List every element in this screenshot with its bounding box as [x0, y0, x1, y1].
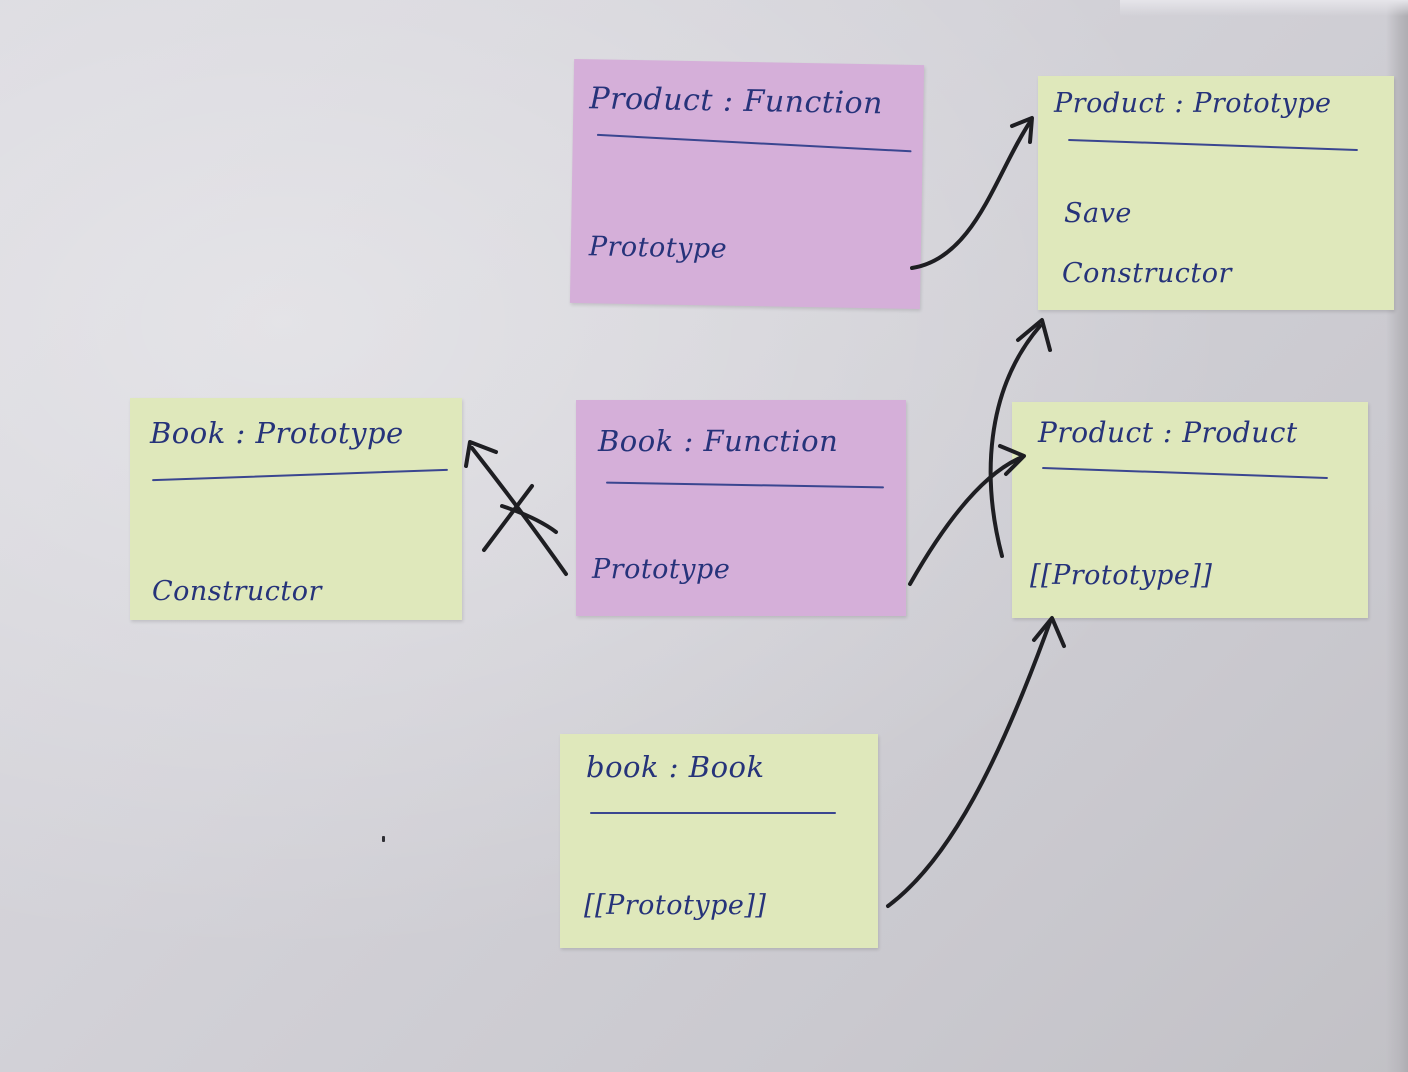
note-title: Book : Function	[598, 424, 839, 458]
note-title-underline	[590, 812, 836, 814]
note-title-underline	[606, 481, 884, 489]
note-title: book : Book	[586, 750, 765, 784]
note-title-underline	[1068, 138, 1358, 152]
whiteboard-top-glare	[1120, 0, 1408, 16]
note-book-book: book : Book [[Prototype]]	[560, 734, 878, 948]
note-field-constructor: Constructor	[1062, 258, 1232, 289]
note-book-function: Book : Function Prototype	[576, 400, 906, 616]
note-field-save: Save	[1064, 198, 1132, 229]
note-title-underline	[596, 133, 912, 153]
note-title: Book : Prototype	[150, 416, 404, 450]
note-field-constructor: Constructor	[152, 576, 322, 607]
note-title: Product : Prototype	[1054, 88, 1332, 119]
note-title: Product : Function	[589, 81, 884, 122]
note-title-underline	[1042, 467, 1328, 479]
note-field-prototype-link: [[Prototype]]	[1030, 560, 1213, 591]
note-field-prototype: Prototype	[592, 554, 731, 585]
note-field-prototype-link: [[Prototype]]	[584, 890, 767, 921]
note-title-underline	[152, 468, 448, 482]
note-field-prototype: Prototype	[588, 231, 728, 265]
note-product-function: Product : Function Prototype	[569, 58, 925, 310]
note-product-prototype: Product : Prototype Save Constructor	[1038, 76, 1394, 310]
note-product-product: Product : Product [[Prototype]]	[1012, 402, 1368, 618]
note-title: Product : Product	[1038, 416, 1298, 449]
marker-speck	[382, 836, 385, 842]
note-book-prototype: Book : Prototype Constructor	[130, 398, 462, 620]
